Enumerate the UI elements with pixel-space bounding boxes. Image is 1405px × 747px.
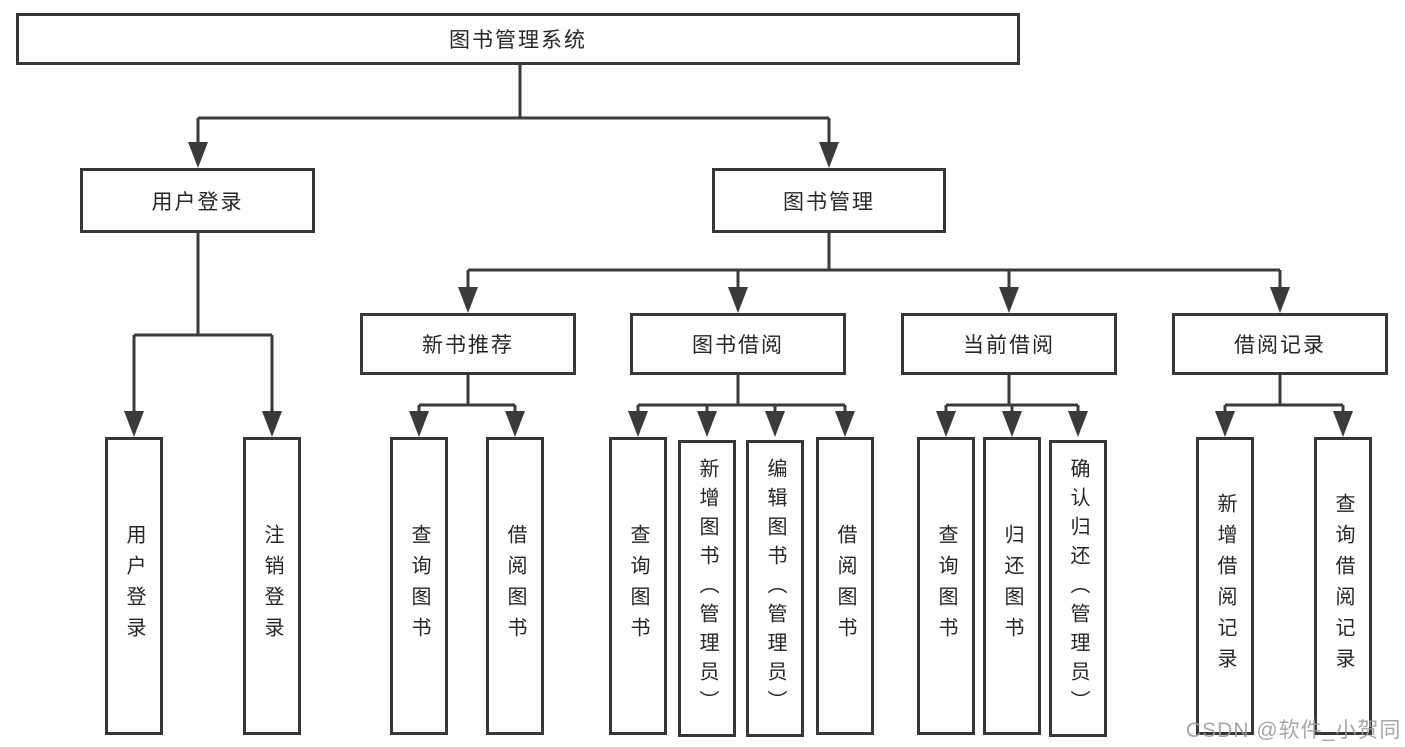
arrowheads bbox=[124, 142, 1353, 437]
connector-root-trunk bbox=[196, 65, 831, 147]
leaf-user-login: 用户登录 bbox=[105, 437, 163, 735]
leaf-logout: 注销登录 bbox=[243, 437, 301, 735]
connector-user-login bbox=[132, 233, 274, 413]
node-book-management: 图书管理 bbox=[712, 168, 946, 233]
connector-borrow-records bbox=[1223, 375, 1345, 413]
node-current-borrow: 当前借阅 bbox=[901, 313, 1117, 375]
node-book-borrow: 图书借阅 bbox=[630, 313, 846, 375]
node-borrow-records: 借阅记录 bbox=[1172, 313, 1388, 375]
leaf-borrow-books-1: 借阅图书 bbox=[486, 437, 544, 735]
leaf-query-borrow-record: 查询借阅记录 bbox=[1314, 437, 1372, 735]
connector-book-borrow bbox=[636, 375, 847, 413]
leaf-return-books: 归还图书 bbox=[983, 437, 1041, 735]
leaf-add-borrow-record: 新增借阅记录 bbox=[1196, 437, 1254, 735]
leaf-query-books-2: 查询图书 bbox=[609, 437, 667, 735]
leaf-query-books-1: 查询图书 bbox=[390, 437, 448, 735]
node-user-login: 用户登录 bbox=[80, 168, 315, 233]
connector-book-management bbox=[466, 233, 1282, 290]
node-new-book-recommend: 新书推荐 bbox=[360, 313, 576, 375]
leaf-confirm-return-admin: 确认归还（管理员） bbox=[1049, 440, 1107, 737]
leaf-add-books-admin: 新增图书（管理员） bbox=[678, 440, 736, 737]
connector-current-borrow bbox=[944, 375, 1080, 413]
leaf-borrow-books-2: 借阅图书 bbox=[816, 437, 874, 735]
node-root-library-system: 图书管理系统 bbox=[16, 13, 1020, 65]
leaf-edit-books-admin: 编辑图书（管理员） bbox=[746, 440, 804, 737]
csdn-watermark: CSDN @软件_小贺同学 bbox=[1186, 719, 1402, 742]
connector-new-book-recommend bbox=[417, 375, 517, 413]
leaf-query-books-3: 查询图书 bbox=[917, 437, 975, 735]
